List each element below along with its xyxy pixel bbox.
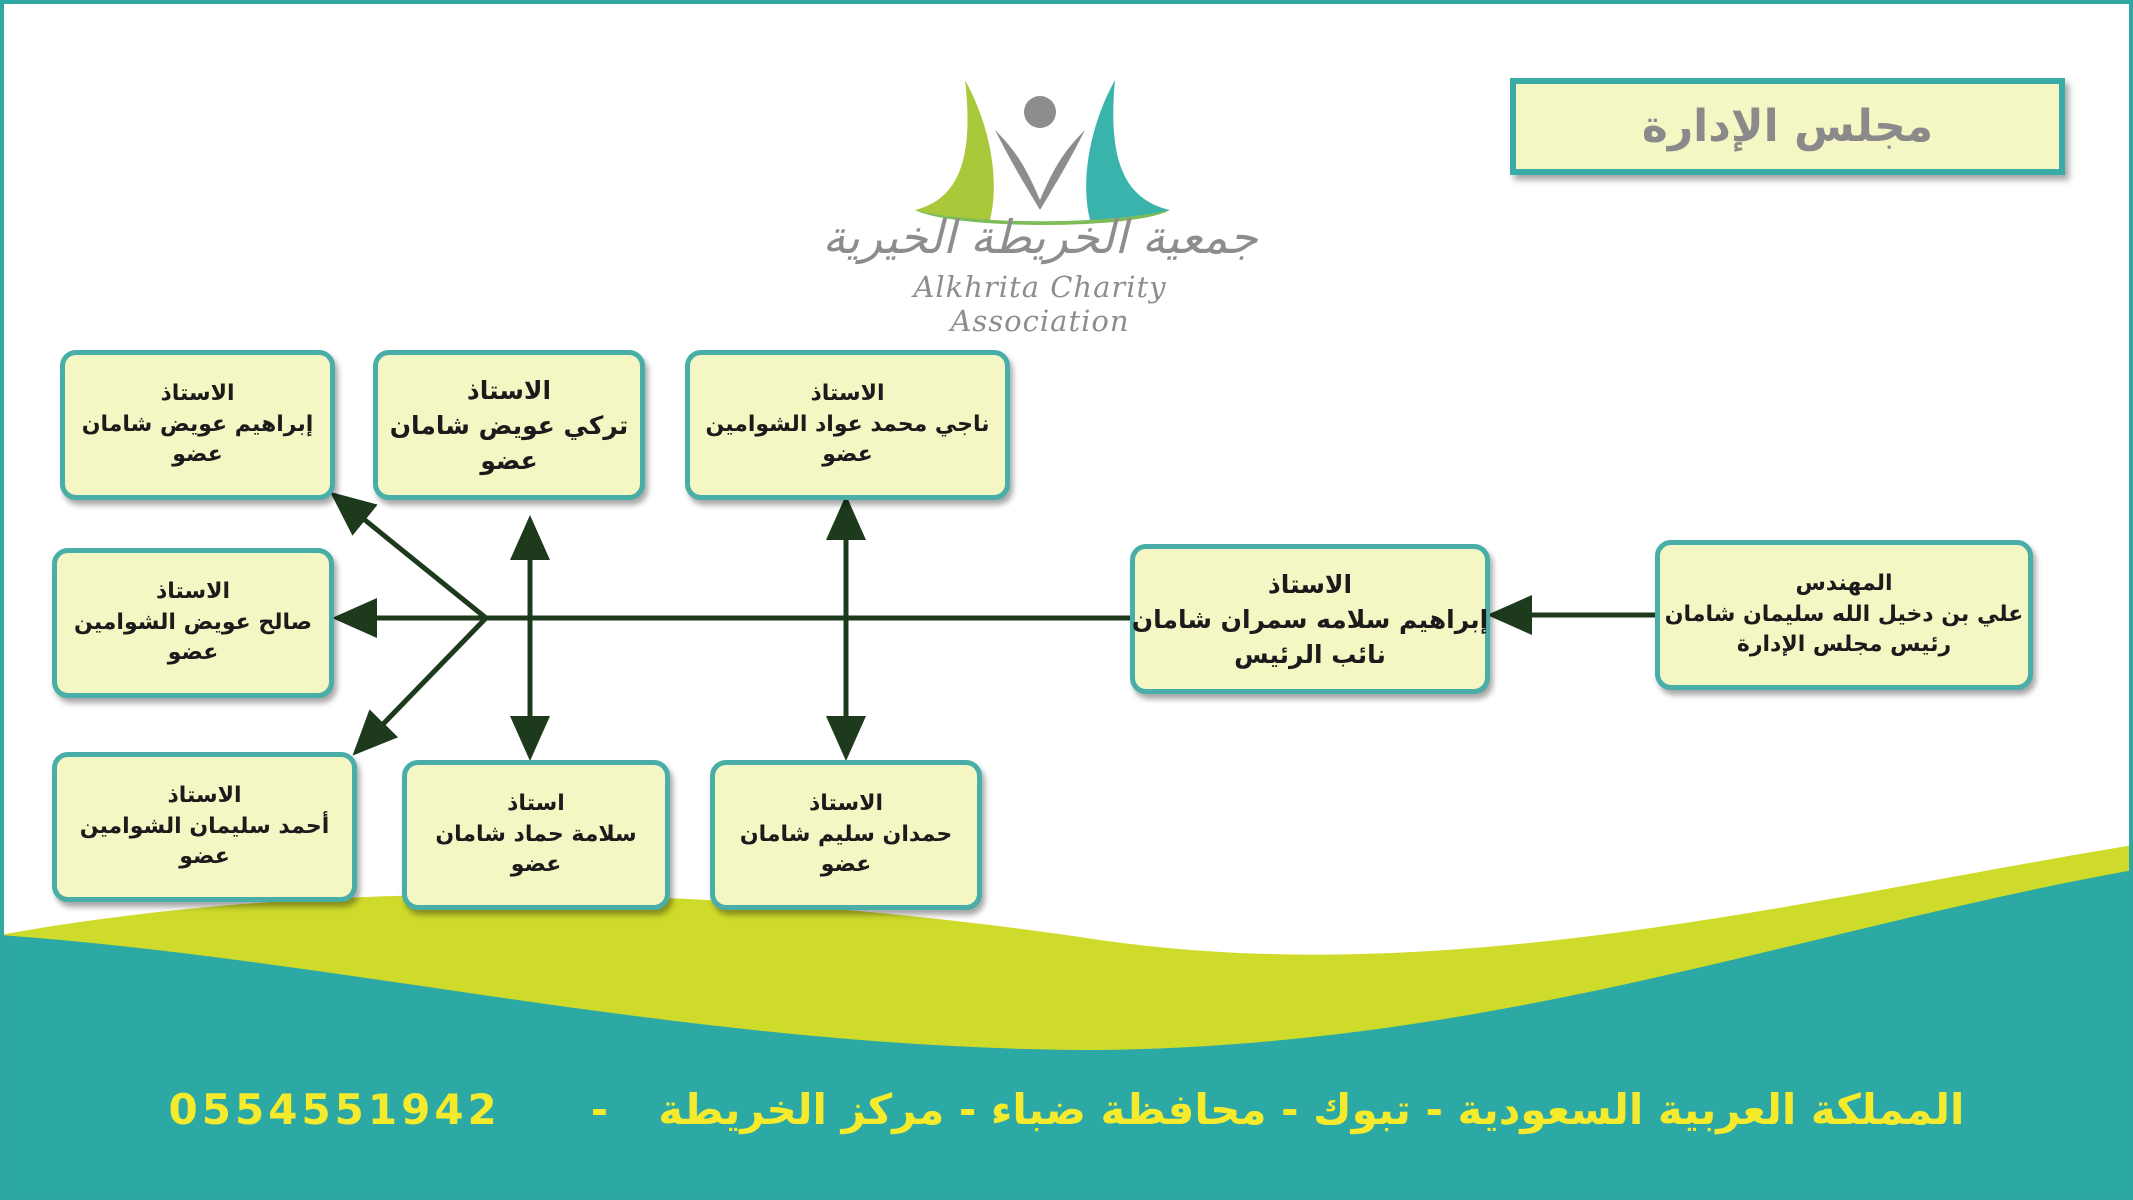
node-member-saleh: الاستاذ صالح عويض الشوامين عضو	[52, 548, 334, 698]
node-member-ibrahim: الاستاذ إبراهيم عويض شامان عضو	[60, 350, 335, 500]
node-ahmad-role: عضو	[179, 844, 230, 870]
footer-separator: -	[590, 1085, 609, 1134]
node-chairman-role: رئيس مجلس الإدارة	[1736, 632, 1952, 658]
node-hamdan-title: الاستاذ	[808, 790, 884, 816]
node-vice-president: الاستاذ إبراهيم سلامه سمران شامان نائب ا…	[1130, 544, 1490, 694]
node-member-hamdan: الاستاذ حمدان سليم شامان عضو	[710, 760, 982, 910]
node-vice-role: نائب الرئيس	[1234, 639, 1386, 669]
arrow-to-ahmad	[352, 616, 488, 756]
charity-people-logo-icon	[915, 80, 1170, 225]
arrow-to-ibrahim	[330, 491, 488, 620]
page-title: مجلس الإدارة	[1641, 101, 1934, 152]
node-chairman-name: علي بن دخيل الله سليمان شامان	[1664, 601, 2024, 627]
node-salama-title: استاذ	[507, 790, 565, 816]
teal-wave	[0, 870, 2133, 1200]
node-naji-name: ناجي محمد عواد الشوامين	[705, 411, 990, 437]
node-salama-name: سلامة حماد شامان	[435, 821, 637, 847]
node-naji-role: عضو	[822, 442, 873, 468]
footer-phone: 0554551942	[168, 1085, 501, 1134]
node-ibrahim-role: عضو	[172, 442, 223, 468]
node-chairman: المهندس علي بن دخيل الله سليمان شامان رئ…	[1655, 540, 2033, 690]
board-title-box: مجلس الإدارة	[1510, 78, 2065, 175]
node-turki-role: عضو	[480, 445, 538, 475]
node-turki-name: تركي عويض شامان	[389, 410, 629, 440]
node-saleh-role: عضو	[167, 640, 219, 666]
footer-address: المملكة العربية السعودية - تبوك - محافظة…	[658, 1085, 1965, 1134]
node-chairman-title: المهندس	[1795, 570, 1893, 596]
node-hamdan-name: حمدان سليم شامان	[739, 821, 953, 847]
node-ibrahim-name: إبراهيم عويض شامان	[81, 411, 314, 437]
node-hamdan-role: عضو	[820, 852, 872, 878]
node-member-turki: الاستاذ تركي عويض شامان عضو	[373, 350, 645, 500]
node-saleh-name: صالح عويض الشوامين	[74, 609, 312, 635]
node-ahmad-name: أحمد سليمان الشوامين	[79, 813, 330, 839]
node-member-salama: استاذ سلامة حماد شامان عضو	[402, 760, 670, 910]
node-member-ahmad: الاستاذ أحمد سليمان الشوامين عضو	[52, 752, 357, 902]
node-saleh-title: الاستاذ	[155, 578, 231, 604]
node-ahmad-title: الاستاذ	[167, 782, 242, 808]
node-naji-title: الاستاذ	[810, 380, 885, 406]
logo-arabic-name: جمعية الخريطة الخيرية	[822, 210, 1258, 264]
node-turki-title: الاستاذ	[466, 375, 552, 405]
node-salama-role: عضو	[510, 852, 562, 878]
node-member-naji: الاستاذ ناجي محمد عواد الشوامين عضو	[685, 350, 1010, 500]
association-logo: جمعية الخريطة الخيرية Alkhrita Charity A…	[820, 60, 1260, 338]
node-vice-name: إبراهيم سلامه سمران شامان	[1131, 604, 1489, 634]
node-ibrahim-title: الاستاذ	[160, 380, 235, 406]
logo-english-name: Alkhrita Charity Association	[913, 270, 1167, 338]
node-vice-title: الاستاذ	[1267, 569, 1353, 599]
footer-contact: 0554551942 -المملكة العربية السعودية - تب…	[0, 1085, 2133, 1155]
